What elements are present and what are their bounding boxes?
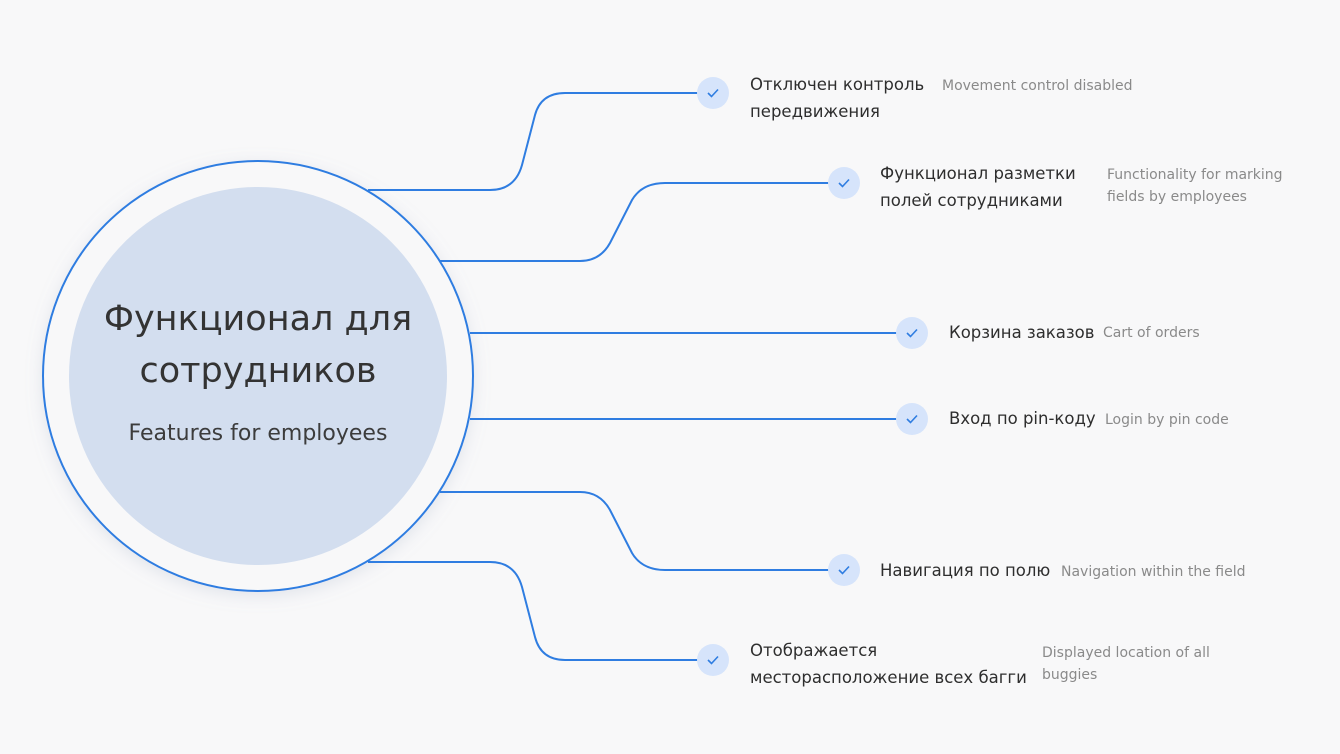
- feature-4-label: Вход по pin-коду: [949, 405, 1096, 432]
- check-icon: [697, 644, 729, 676]
- center-title: Функционал для сотрудников: [104, 293, 412, 397]
- check-mark: [906, 328, 918, 338]
- feature-1-label: Отключен контроль передвижения: [750, 71, 924, 125]
- text-line: buggies: [1042, 667, 1098, 683]
- feature-6-translation: Displayed location of all buggies: [1042, 642, 1210, 686]
- check-icon: [828, 554, 860, 586]
- text-line: Функционал разметки: [880, 164, 1076, 183]
- check-mark: [838, 565, 850, 575]
- text-line: Навигация по полю: [880, 561, 1051, 580]
- check-node-5: [828, 554, 860, 586]
- text-line: Login by pin code: [1105, 412, 1229, 428]
- check-node-4: [896, 403, 928, 435]
- text-line: Navigation within the field: [1061, 564, 1246, 580]
- check-node-1: [697, 77, 729, 109]
- text-line: Вход по pin-коду: [949, 409, 1096, 428]
- check-icon: [896, 403, 928, 435]
- feature-6-label: Отображается месторасположение всех багги: [750, 637, 1027, 691]
- check-mark: [906, 414, 918, 424]
- feature-3-label: Корзина заказов: [949, 319, 1094, 346]
- connector-2: [440, 182, 830, 262]
- center-title-line1: Функционал для: [103, 298, 413, 339]
- text-line: Displayed location of all: [1042, 645, 1210, 661]
- feature-4-translation: Login by pin code: [1105, 409, 1229, 431]
- check-node-6: [697, 644, 729, 676]
- check-icon: [896, 317, 928, 349]
- check-icon: [697, 77, 729, 109]
- text-line: месторасположение всех багги: [750, 668, 1027, 687]
- text-line: Functionality for marking: [1107, 167, 1283, 183]
- text-line: Корзина заказов: [949, 323, 1095, 342]
- center-title-line2: сотрудников: [139, 350, 377, 391]
- text-line: полей сотрудниками: [880, 191, 1063, 210]
- connector-6: [368, 561, 700, 661]
- feature-5-label: Навигация по полю: [880, 557, 1050, 584]
- feature-1-translation: Movement control disabled: [942, 75, 1133, 97]
- text-line: Отображается: [750, 641, 878, 660]
- center-circle: Функционал для сотрудников Features for …: [69, 187, 447, 565]
- feature-5-translation: Navigation within the field: [1061, 561, 1246, 583]
- feature-2-label: Функционал разметки полей сотрудниками: [880, 160, 1076, 214]
- text-line: Movement control disabled: [942, 78, 1133, 94]
- feature-2-translation: Functionality for marking fields by emplo…: [1107, 164, 1283, 208]
- check-icon: [828, 167, 860, 199]
- center-subtitle: Features for employees: [128, 420, 388, 446]
- text-line: fields by employees: [1107, 189, 1247, 205]
- connector-5: [440, 491, 830, 571]
- check-node-3: [896, 317, 928, 349]
- text-line: передвижения: [750, 102, 880, 121]
- check-mark: [838, 178, 850, 188]
- check-mark: [707, 655, 719, 665]
- connector-1: [368, 92, 700, 191]
- text-line: Cart of orders: [1103, 325, 1200, 341]
- text-line: Отключен контроль: [750, 75, 925, 94]
- feature-3-translation: Cart of orders: [1103, 322, 1200, 344]
- check-node-2: [828, 167, 860, 199]
- check-mark: [707, 88, 719, 98]
